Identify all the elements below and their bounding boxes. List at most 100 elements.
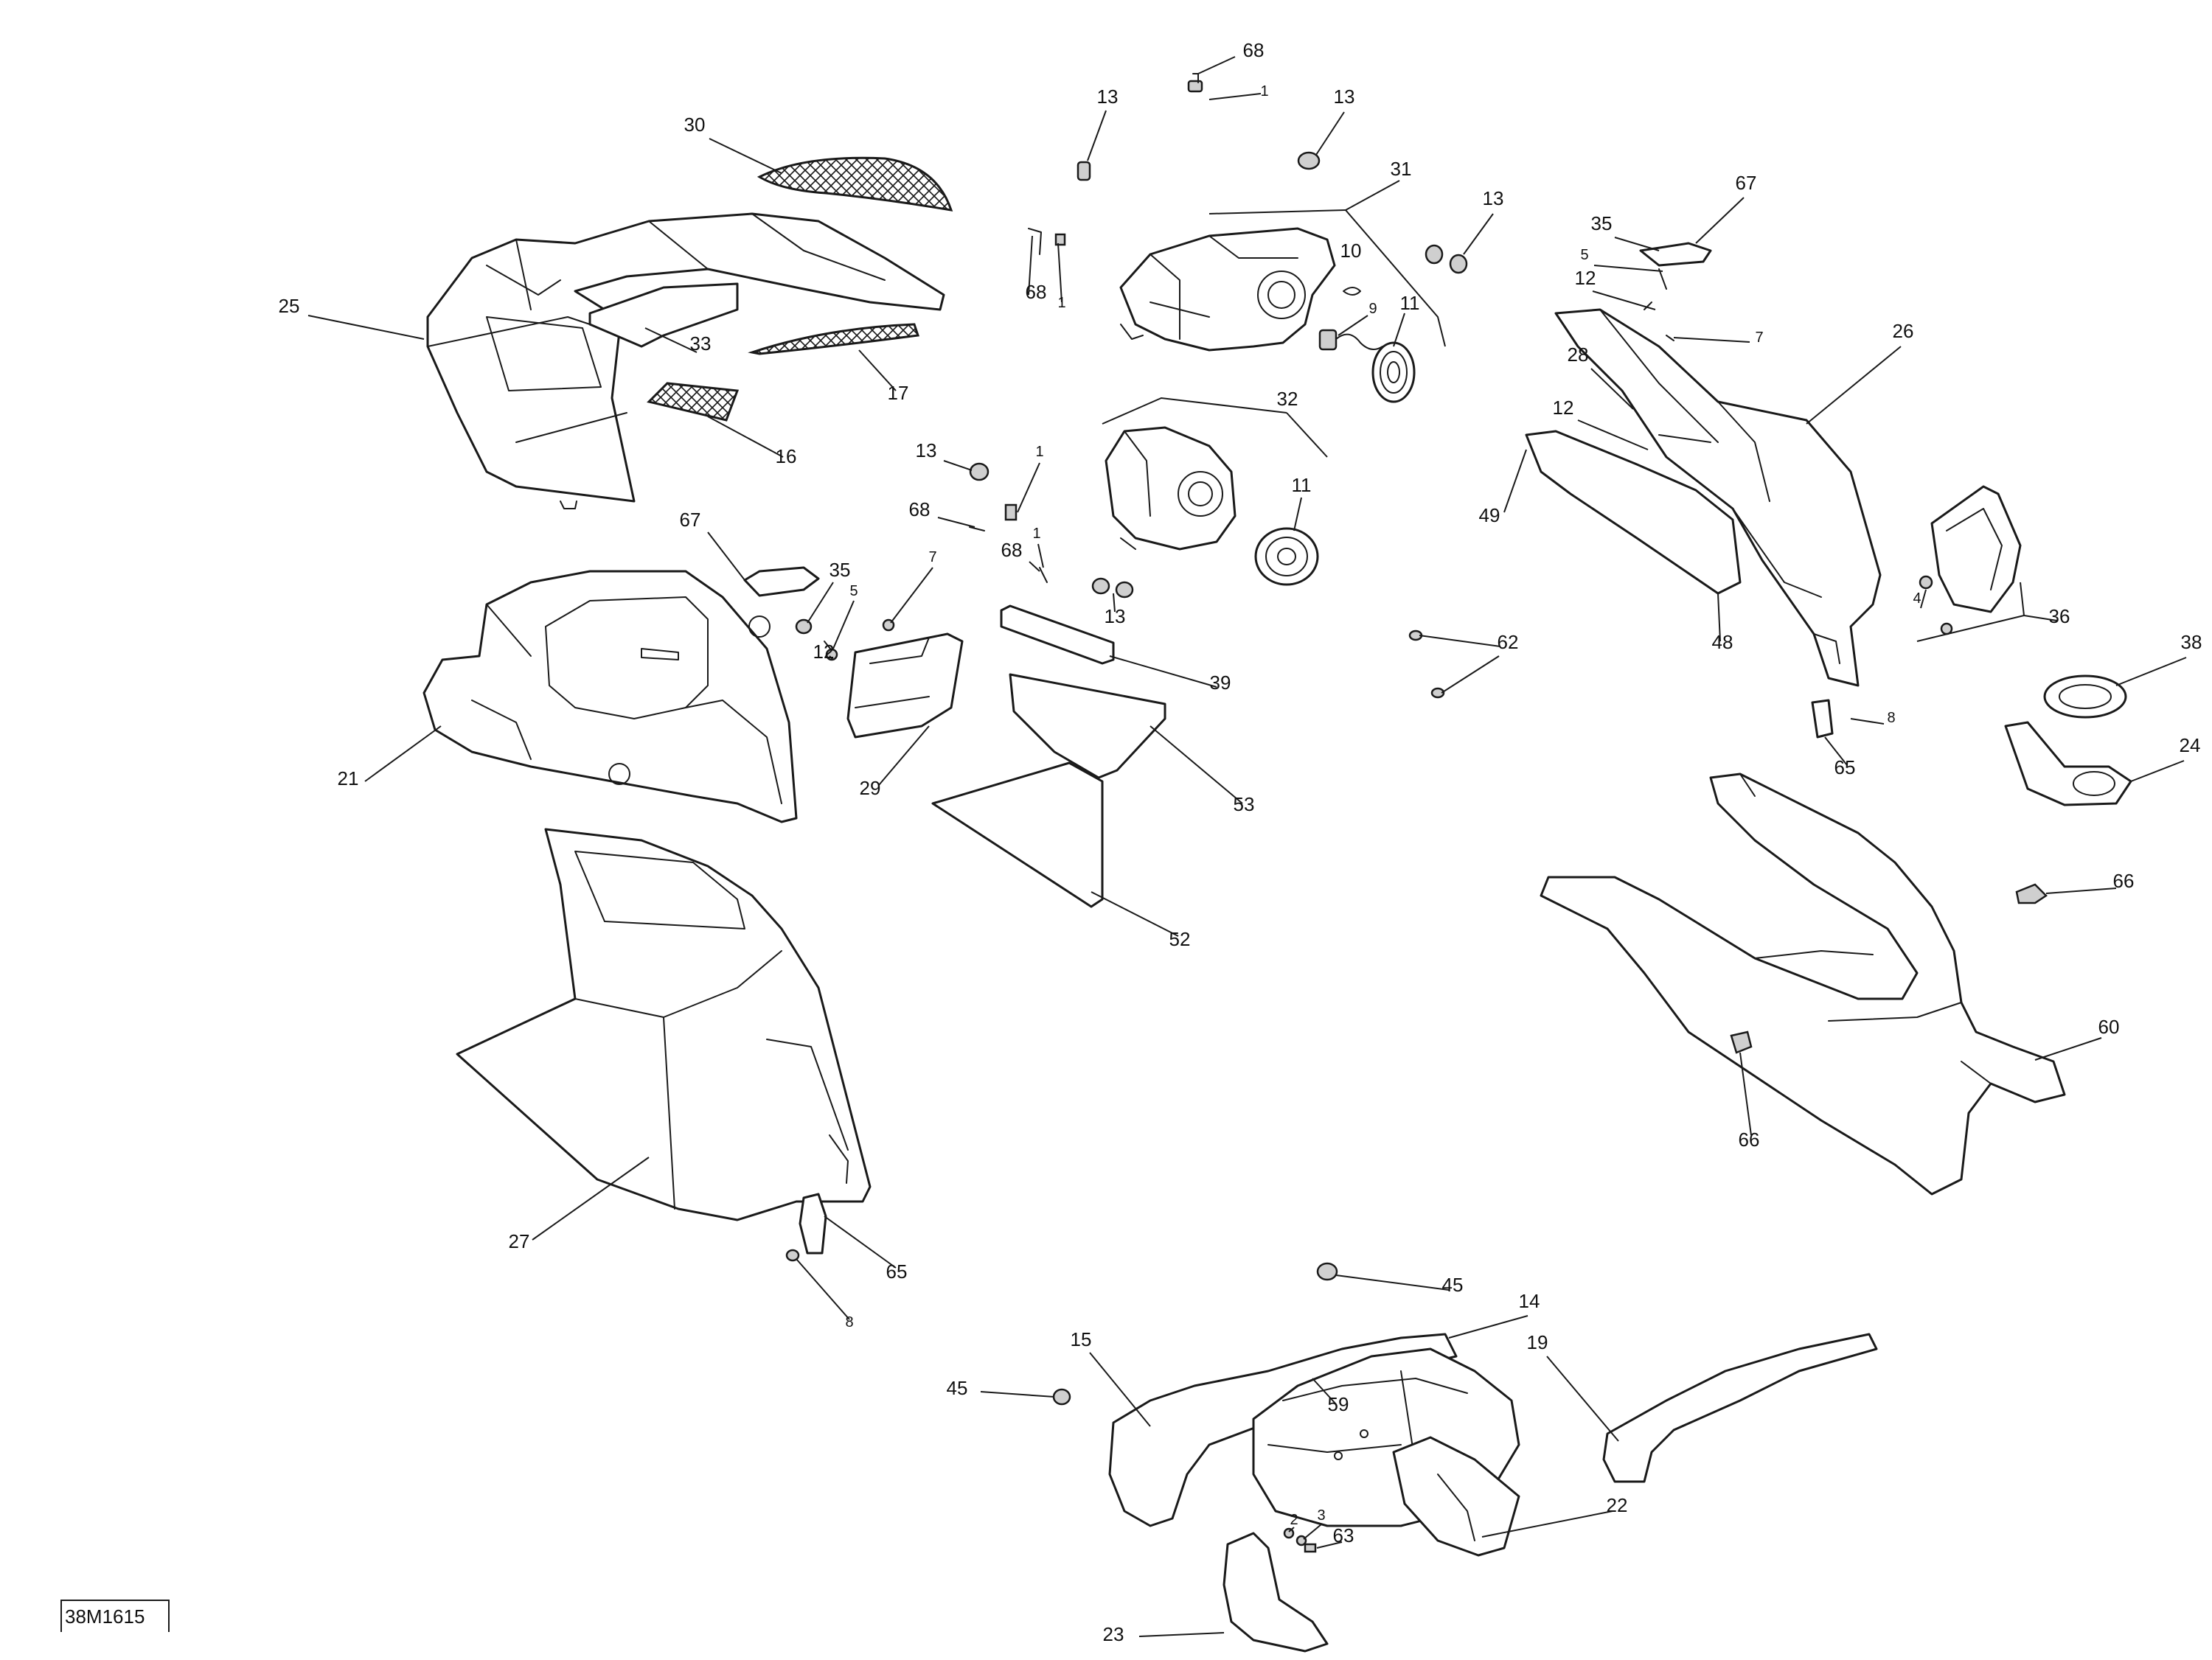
callout-12: 12 <box>1575 267 1596 289</box>
part-60-lower-fairing <box>1540 773 2066 1196</box>
callout-33: 33 <box>690 332 712 355</box>
callout-36: 36 <box>2049 605 2070 627</box>
callout-68: 68 <box>909 498 931 520</box>
callout-45: 45 <box>1442 1274 1464 1296</box>
callout-65: 65 <box>1834 756 1856 778</box>
part-24-bracket <box>2004 721 2132 806</box>
callout-19: 19 <box>1527 1331 1548 1353</box>
callout-1: 1 <box>1057 295 1065 311</box>
callout-35: 35 <box>830 559 851 581</box>
hardware-lower <box>1052 1262 1338 1553</box>
callout-62: 62 <box>1498 631 1519 653</box>
callout-1: 1 <box>1035 444 1043 460</box>
part-16-mesh-grille <box>647 382 740 422</box>
callout-8: 8 <box>1887 710 1895 726</box>
callout-23: 23 <box>1103 1623 1124 1645</box>
callout-12: 12 <box>813 641 835 663</box>
callout-66: 66 <box>1739 1129 1760 1151</box>
callout-25: 25 <box>279 295 300 317</box>
callout-17: 17 <box>888 382 909 404</box>
part-66-clip-a <box>2015 883 2048 904</box>
callout-13: 13 <box>916 439 937 461</box>
callout-67: 67 <box>1736 172 1757 194</box>
callout-14: 14 <box>1519 1290 1540 1312</box>
callout-5: 5 <box>1580 247 1588 263</box>
callout-3: 3 <box>1317 1507 1325 1524</box>
callout-15: 15 <box>1071 1328 1092 1350</box>
callout-22: 22 <box>1607 1494 1628 1516</box>
callout-28: 28 <box>1568 343 1589 366</box>
hardware-grommets-screws <box>795 73 1953 699</box>
part-29-bracket <box>846 632 964 739</box>
part-36-bracket <box>1930 485 2022 613</box>
callout-11: 11 <box>1400 292 1420 314</box>
part-27-side-panel <box>456 828 872 1221</box>
part-49-48-strip <box>1525 430 1742 595</box>
part-22-front-panel <box>1392 1436 1520 1557</box>
part-26-right-fairing <box>1554 308 1882 687</box>
leader-lines <box>307 56 2187 1637</box>
callout-5: 5 <box>849 583 858 599</box>
callout-2: 2 <box>1290 1512 1298 1528</box>
part-67-handle-left <box>743 566 820 597</box>
callout-63: 63 <box>1333 1524 1354 1546</box>
callout-13: 13 <box>1105 605 1126 627</box>
callout-7: 7 <box>1755 329 1763 346</box>
callout-16: 16 <box>776 445 797 467</box>
callout-13: 13 <box>1097 86 1119 108</box>
callout-45: 45 <box>947 1377 968 1399</box>
callout-52: 52 <box>1169 928 1191 950</box>
part-65-latch-right <box>1811 699 1834 739</box>
callout-30: 30 <box>684 114 706 136</box>
reference-code-box <box>60 1600 170 1632</box>
callout-60: 60 <box>2098 1016 2120 1038</box>
callout-11: 11 <box>1292 474 1312 496</box>
callout-13: 13 <box>1483 187 1504 209</box>
callout-9: 9 <box>1368 301 1377 317</box>
callout-4: 4 <box>1913 590 1921 607</box>
callout-27: 27 <box>509 1230 530 1252</box>
part-9-bulb <box>1318 329 1383 351</box>
callout-59: 59 <box>1328 1393 1349 1415</box>
callout-68: 68 <box>1001 539 1023 561</box>
callout-29: 29 <box>860 777 881 799</box>
callout-10: 10 <box>1340 240 1362 262</box>
callout-39: 39 <box>1210 672 1231 694</box>
callout-68: 68 <box>1026 281 1047 303</box>
callout-26: 26 <box>1893 320 1914 342</box>
part-33-vent-insert <box>588 282 739 348</box>
callout-65: 65 <box>886 1260 908 1283</box>
part-31-headlamp-upper <box>1119 227 1336 352</box>
callout-13: 13 <box>1334 86 1355 108</box>
callout-53: 53 <box>1234 793 1255 815</box>
part-10-clip <box>1343 287 1361 296</box>
part-25-upper-hood <box>426 212 945 509</box>
callout-67: 67 <box>680 509 701 531</box>
callout-49: 49 <box>1479 504 1500 526</box>
part-17-mesh-strip <box>748 323 919 355</box>
callout-38: 38 <box>2181 631 2202 653</box>
callout-7: 7 <box>928 549 936 565</box>
callout-1: 1 <box>1032 526 1040 542</box>
part-53-52-sheet <box>931 673 1166 908</box>
callout-68: 68 <box>1243 39 1265 61</box>
reference-code: 38M1615 <box>65 1605 145 1628</box>
callout-31: 31 <box>1391 158 1412 180</box>
part-32-headlamp-lower <box>1105 426 1237 551</box>
part-39-pad <box>1000 604 1115 665</box>
callout-8: 8 <box>845 1314 853 1331</box>
callout-24: 24 <box>2180 734 2201 756</box>
part-19-side-trim <box>1602 1333 1878 1483</box>
callout-1: 1 <box>1260 83 1268 100</box>
part-23-chin-piece <box>1222 1532 1329 1653</box>
part-30-mesh-vent <box>757 156 953 212</box>
part-38-ring <box>2043 674 2127 719</box>
part-21-dash-console <box>422 570 798 823</box>
callout-66: 66 <box>2113 870 2135 892</box>
callout-48: 48 <box>1712 631 1733 653</box>
callout-32: 32 <box>1277 388 1298 410</box>
part-66-clip-b <box>1730 1030 1753 1054</box>
callout-12: 12 <box>1553 397 1574 419</box>
